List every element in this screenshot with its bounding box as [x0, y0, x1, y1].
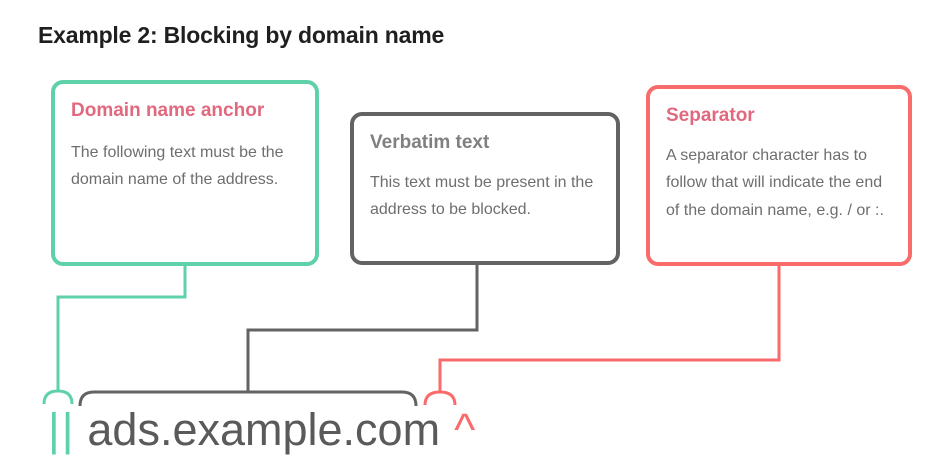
callout-heading-domain-name-anchor: Domain name anchor	[71, 100, 265, 121]
callout-verbatim-text: Verbatim text This text must be present …	[350, 112, 620, 265]
expression-token-domain: ads.example.com	[87, 403, 441, 455]
callout-separator: Separator A separator character has to f…	[646, 85, 912, 266]
callout-domain-name-anchor: Domain name anchor The following text mu…	[51, 80, 319, 266]
callout-heading-separator: Separator	[666, 105, 755, 126]
connector-line-separator	[438, 266, 781, 392]
expression-token-anchor: ||	[48, 403, 76, 455]
brace-verbatim	[78, 390, 418, 407]
brace-separator	[423, 390, 457, 406]
callout-body-verbatim-text: This text must be present in the address…	[370, 173, 594, 219]
callout-heading-verbatim-text: Verbatim text	[370, 132, 490, 153]
callout-body-separator: A separator character has to follow that…	[666, 146, 884, 219]
brace-anchor	[42, 389, 74, 405]
callout-body-domain-name-anchor: The following text must be the domain na…	[71, 143, 284, 189]
connector-line-anchor	[56, 266, 187, 390]
expression-token-separator: ^	[454, 403, 476, 455]
filter-expression: || ads.example.com ^	[48, 400, 475, 458]
connector-line-verbatim	[246, 265, 479, 392]
page-title: Example 2: Blocking by domain name	[38, 22, 445, 48]
